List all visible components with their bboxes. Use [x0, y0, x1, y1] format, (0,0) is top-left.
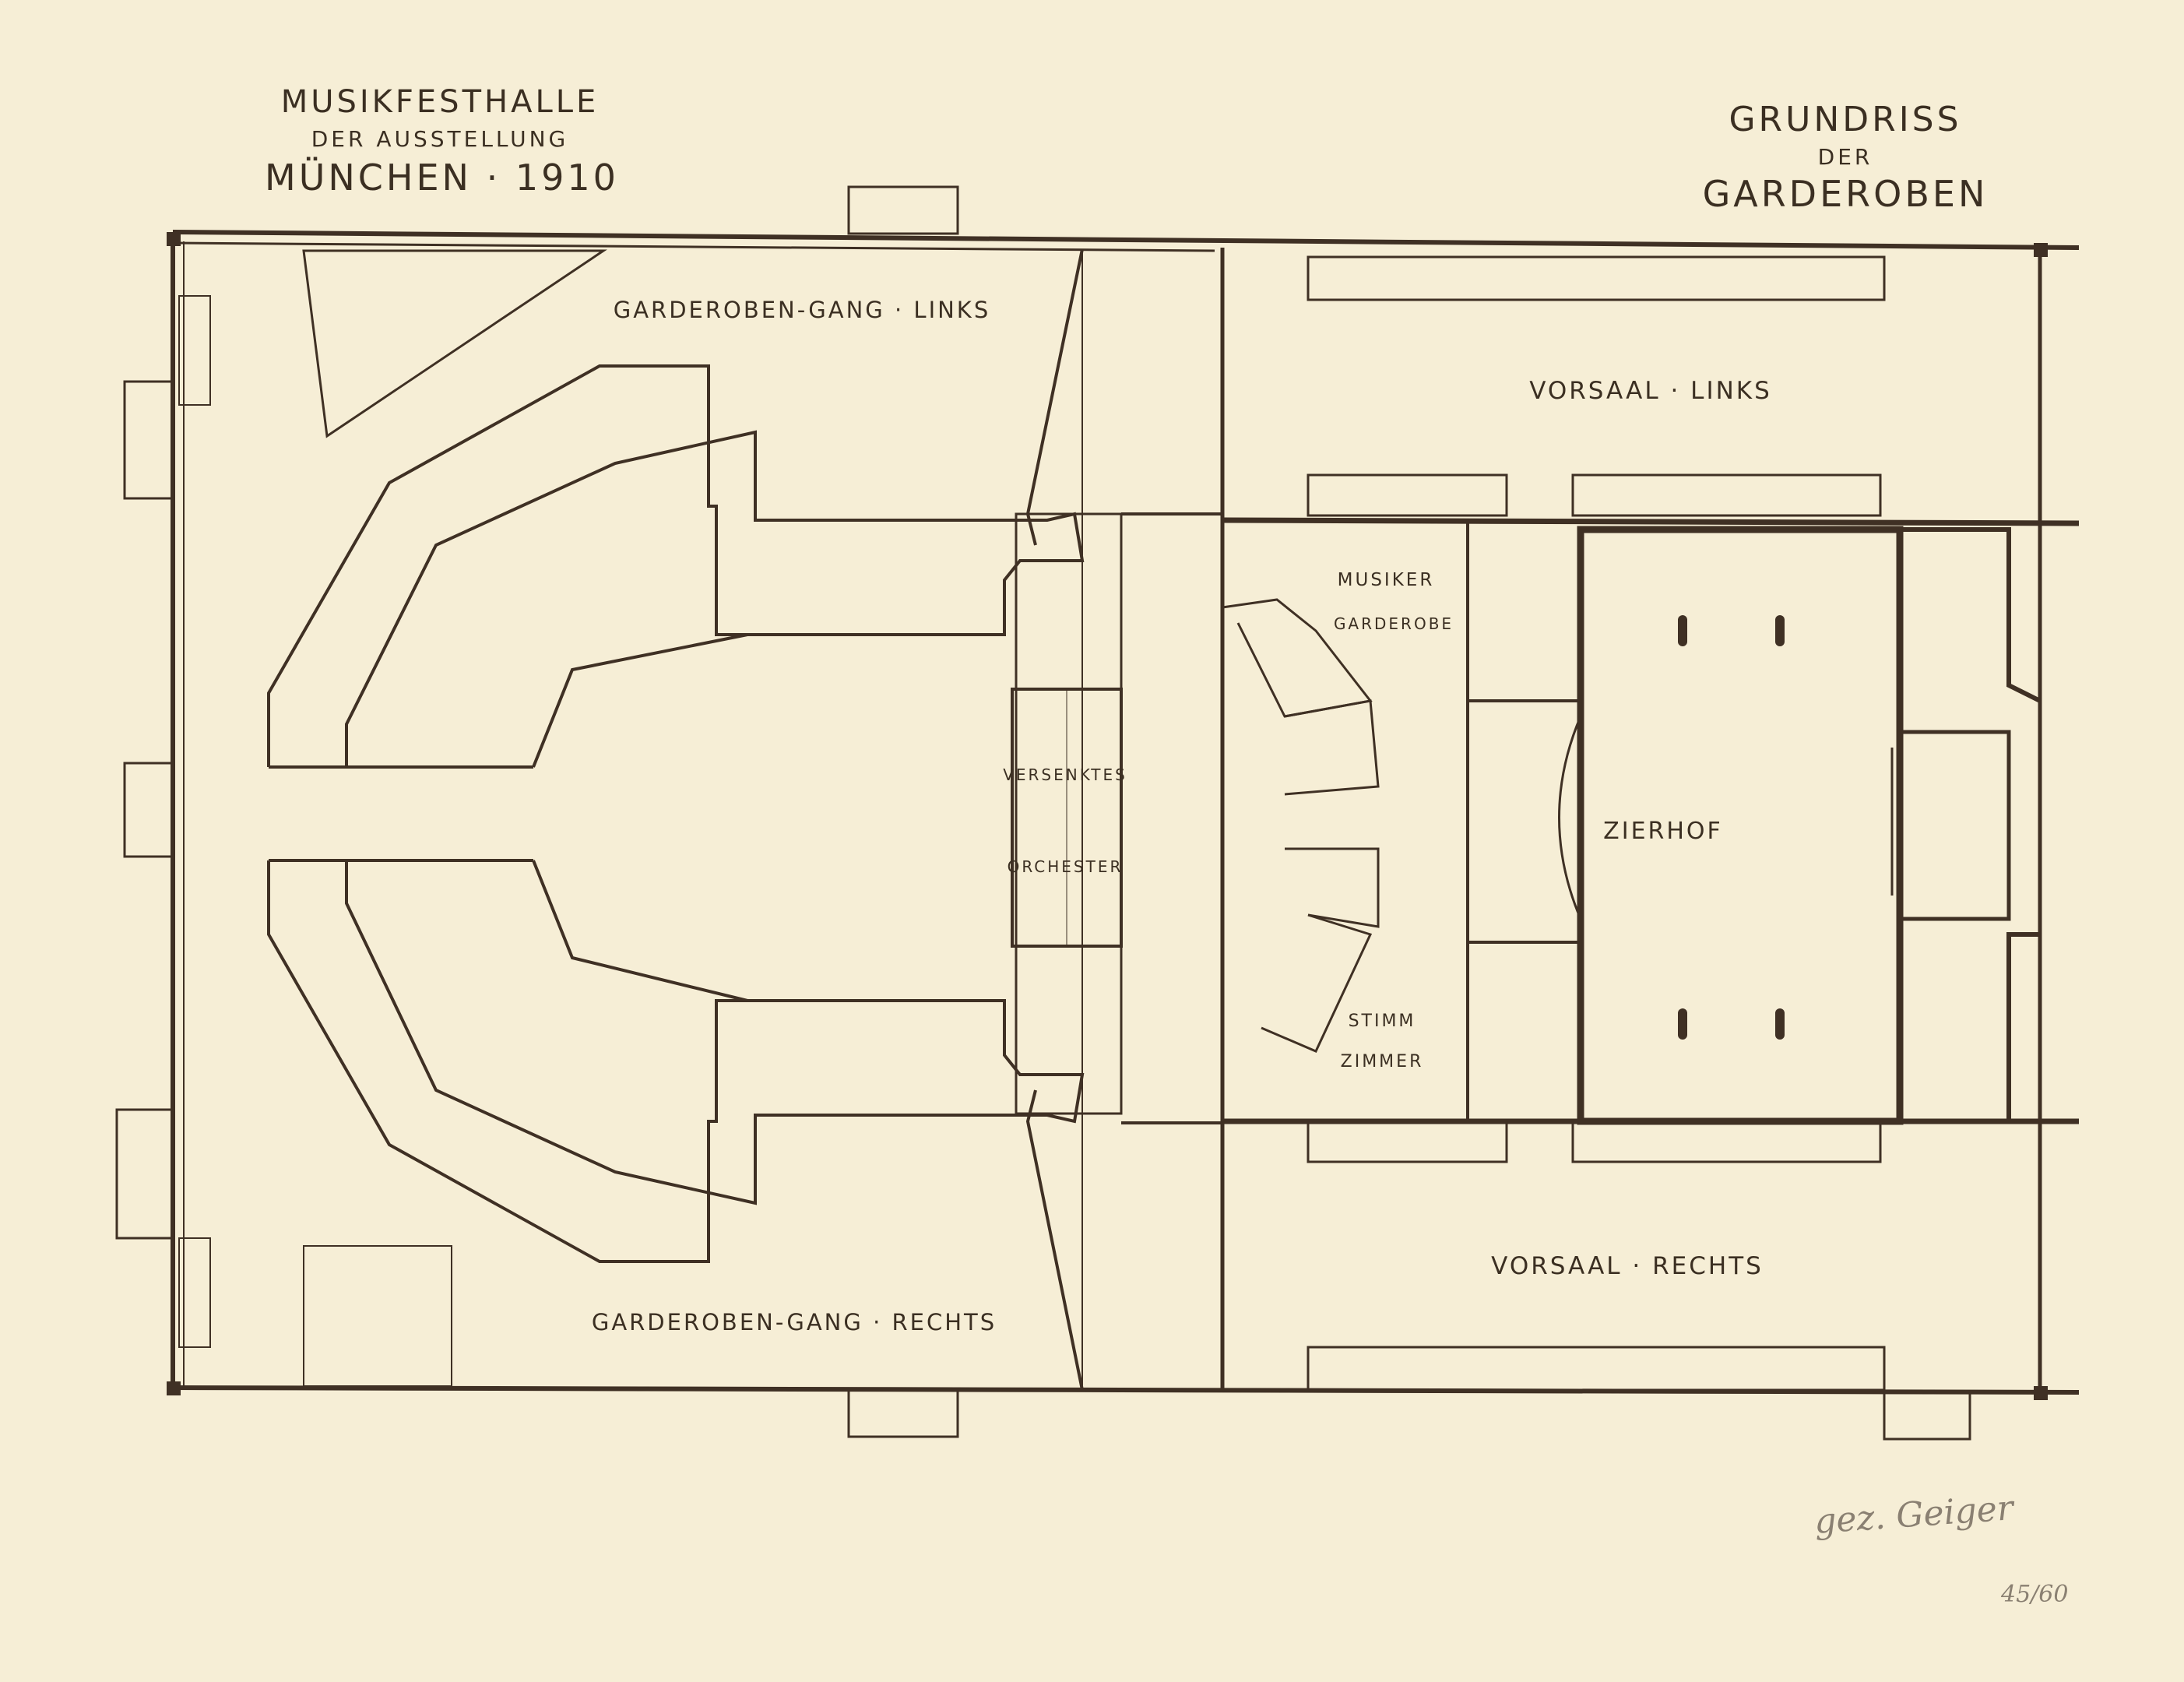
title-right: GRUNDRISS DER GARDEROBEN	[1674, 100, 2017, 215]
label-garderoben-gang-links: GARDEROBEN-GANG · LINKS	[614, 297, 991, 323]
label-orchester-2: ORCHESTER	[1008, 857, 1124, 876]
label-vorsaal-rechts: VORSAAL · RECHTS	[1491, 1252, 1764, 1280]
title-right-line3: GARDEROBEN	[1702, 173, 1989, 215]
diagonal-walls	[1025, 248, 1084, 1391]
label-musiker-2: GARDEROBE	[1334, 614, 1454, 633]
orchestra-pit	[1011, 512, 1123, 1115]
central-walls	[1121, 248, 1225, 1392]
sheet-number: 45/60	[2001, 1581, 2069, 1608]
label-stimm-1: STIMM	[1349, 1012, 1416, 1031]
entrance-porches-left	[115, 185, 1971, 1441]
wardrobe-wing-lower	[267, 859, 1085, 1263]
label-vorsaal-links: VORSAAL · LINKS	[1529, 377, 1772, 405]
label-musiker-1: MUSIKER	[1338, 570, 1435, 590]
label-orchester-1: VERSENKTES	[1003, 765, 1127, 784]
title-left-line1: MUSIKFESTHALLE	[280, 84, 600, 120]
label-zierhof: ZIERHOF	[1603, 818, 1723, 845]
musician-rooms	[1222, 522, 1581, 1121]
title-left-line2: DER AUSSTELLUNG	[311, 126, 569, 152]
wardrobe-wing-upper	[267, 364, 1085, 769]
label-garderoben-gang-rechts: GARDEROBEN-GANG · RECHTS	[592, 1309, 997, 1335]
title-right-line2: DER	[1817, 144, 1873, 170]
zierhof-courtyard	[1558, 526, 2042, 1125]
title-left-line3: MÜNCHEN · 1910	[265, 157, 619, 199]
label-stimm-2: ZIMMER	[1341, 1052, 1424, 1071]
stairs-top-left	[178, 249, 607, 1387]
title-left: MUSIKFESTHALLE DER AUSSTELLUNG MÜNCHEN ·…	[265, 84, 619, 199]
title-right-line1: GRUNDRISS	[1729, 100, 1962, 139]
